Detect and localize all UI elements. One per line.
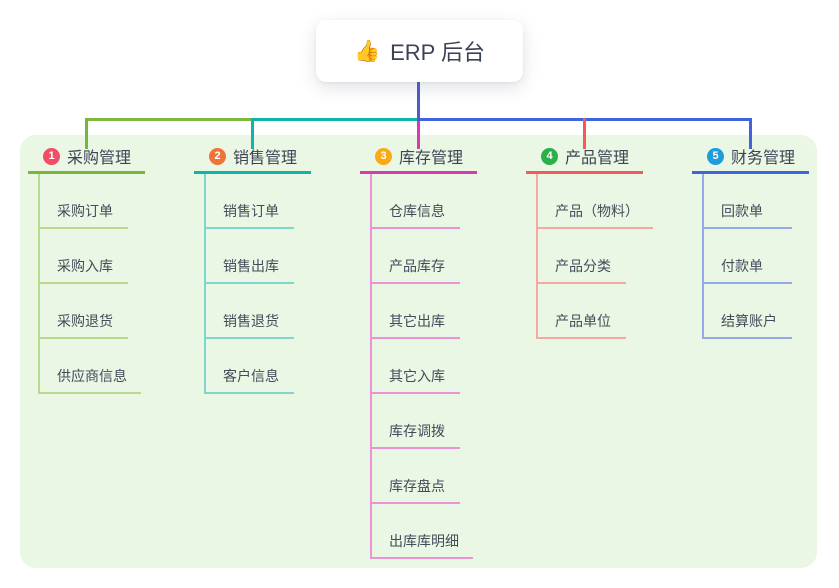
- child-node[interactable]: 产品分类: [538, 256, 626, 284]
- root-node-label: ERP 后台: [390, 40, 486, 65]
- child-row: 销售订单: [206, 174, 358, 229]
- child-node[interactable]: 仓库信息: [372, 201, 460, 229]
- branch-drop-4: [583, 118, 586, 149]
- child-node[interactable]: 采购订单: [40, 201, 128, 229]
- child-node[interactable]: 库存盘点: [372, 476, 460, 504]
- priority-badge-icon: 2: [209, 147, 226, 165]
- branch-4: 4 产品管理产品（物料） 产品分类产品单位: [526, 141, 690, 339]
- child-row: 出库库明细: [372, 504, 524, 559]
- child-row: 其它入库: [372, 339, 524, 394]
- child-node[interactable]: 库存调拨: [372, 421, 460, 449]
- child-node[interactable]: 回款单: [704, 201, 792, 229]
- branch-node[interactable]: 3 库存管理: [360, 141, 477, 174]
- branch-title: 采购管理: [67, 150, 132, 167]
- branch-node[interactable]: 2 销售管理: [194, 141, 311, 174]
- child-node[interactable]: 出库库明细: [372, 531, 473, 559]
- child-row: 销售出库: [206, 229, 358, 284]
- child-node[interactable]: 其它入库: [372, 366, 460, 394]
- child-node[interactable]: 销售订单: [206, 201, 294, 229]
- child-row: 采购退货: [40, 284, 192, 339]
- branch-children: 销售订单销售出库销售退货客户信息: [204, 174, 358, 394]
- child-node[interactable]: 其它出库: [372, 311, 460, 339]
- branch-children: 采购订单采购入库采购退货供应商信息: [38, 174, 192, 394]
- child-node[interactable]: 结算账户: [704, 311, 792, 339]
- child-node[interactable]: 采购入库: [40, 256, 128, 284]
- branch-drop-1: [85, 118, 88, 149]
- branch-title: 销售管理: [233, 150, 298, 167]
- branch-title: 产品管理: [565, 150, 630, 167]
- branch-node[interactable]: 1 采购管理: [28, 141, 145, 174]
- child-node[interactable]: 客户信息: [206, 366, 294, 394]
- child-node[interactable]: 销售出库: [206, 256, 294, 284]
- branch-drop-3: [417, 121, 420, 149]
- child-row: 付款单: [704, 229, 839, 284]
- child-row: 供应商信息: [40, 339, 192, 394]
- child-node[interactable]: 销售退货: [206, 311, 294, 339]
- mindmap-panel: [20, 135, 817, 568]
- child-row: 产品库存: [372, 229, 524, 284]
- child-row: 结算账户: [704, 284, 839, 339]
- branch-node[interactable]: 4 产品管理: [526, 141, 643, 174]
- thumbs-up-icon: 👍: [353, 39, 381, 63]
- branch-5: 5 财务管理回款单付款单结算账户: [692, 141, 839, 339]
- child-row: 产品分类: [538, 229, 690, 284]
- branch-title: 库存管理: [399, 150, 464, 167]
- branch-title: 财务管理: [731, 150, 796, 167]
- branch-drop-5: [749, 118, 752, 149]
- priority-badge-icon: 4: [541, 147, 558, 165]
- branch-3: 3 库存管理仓库信息产品库存其它出库其它入库库存调拨库存盘点出库库明细: [360, 141, 524, 559]
- branch-children: 产品（物料） 产品分类产品单位: [536, 174, 690, 339]
- trunk-segment-green: [85, 118, 253, 121]
- branch-children: 仓库信息产品库存其它出库其它入库库存调拨库存盘点出库库明细: [370, 174, 524, 559]
- child-row: 产品（物料）: [538, 174, 690, 229]
- child-row: 回款单: [704, 174, 839, 229]
- child-node[interactable]: 产品单位: [538, 311, 626, 339]
- branch-children: 回款单付款单结算账户: [702, 174, 839, 339]
- branch-node[interactable]: 5 财务管理: [692, 141, 809, 174]
- child-node[interactable]: 产品库存: [372, 256, 460, 284]
- child-row: 销售退货: [206, 284, 358, 339]
- priority-badge-icon: 1: [43, 147, 60, 165]
- child-row: 库存盘点: [372, 449, 524, 504]
- branch-drop-2: [251, 118, 254, 149]
- branch-2: 2 销售管理销售订单销售出库销售退货客户信息: [194, 141, 358, 394]
- child-row: 产品单位: [538, 284, 690, 339]
- child-row: 采购入库: [40, 229, 192, 284]
- branch-1: 1 采购管理采购订单采购入库采购退货供应商信息: [28, 141, 192, 394]
- child-row: 其它出库: [372, 284, 524, 339]
- child-node[interactable]: 付款单: [704, 256, 792, 284]
- priority-badge-icon: 3: [375, 147, 392, 165]
- child-node[interactable]: 产品（物料）: [538, 201, 653, 229]
- child-row: 客户信息: [206, 339, 358, 394]
- child-row: 采购订单: [40, 174, 192, 229]
- child-row: 仓库信息: [372, 174, 524, 229]
- priority-badge-icon: 5: [707, 147, 724, 165]
- trunk-segment-teal: [251, 118, 417, 121]
- root-stem-connector: [417, 82, 420, 121]
- root-node[interactable]: 👍 ERP 后台: [316, 20, 523, 82]
- child-node[interactable]: 供应商信息: [40, 366, 141, 394]
- child-row: 库存调拨: [372, 394, 524, 449]
- child-node[interactable]: 采购退货: [40, 311, 128, 339]
